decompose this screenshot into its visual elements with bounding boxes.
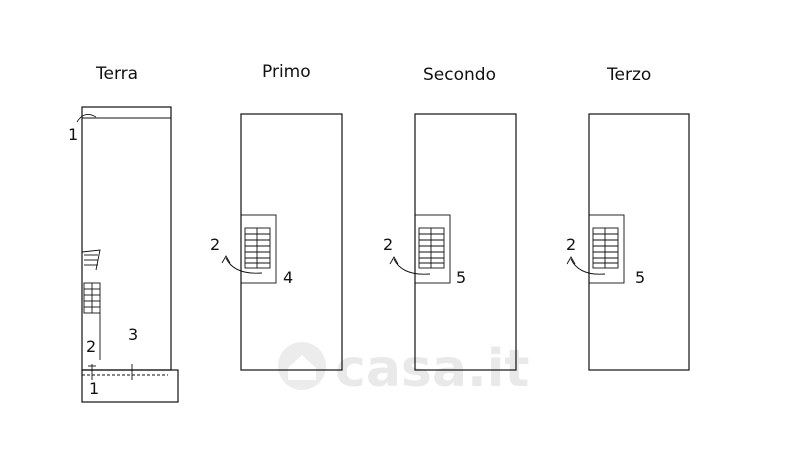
terzo-label-room: 5 xyxy=(635,268,645,287)
terra-label-annex: 1 xyxy=(89,379,99,398)
watermark: casa.it xyxy=(278,339,529,399)
primo-stairs xyxy=(221,214,277,284)
primo-outline xyxy=(240,113,343,371)
watermark-text: casa.it xyxy=(335,339,529,399)
secondo-stairs xyxy=(389,214,451,284)
terzo-stairs xyxy=(566,214,625,284)
terra-annex xyxy=(81,369,179,403)
floor-primo: Primo 2 4 xyxy=(210,62,343,371)
floor-title-terzo: Terzo xyxy=(606,65,651,85)
secondo-label-stairs: 2 xyxy=(383,235,393,254)
terra-stairs xyxy=(81,249,101,360)
house-icon xyxy=(278,342,326,390)
secondo-outline xyxy=(414,113,517,371)
terzo-outline xyxy=(588,113,690,371)
floor-terra: Terra 1 2 3 1 xyxy=(68,64,179,403)
terra-label-stairs: 2 xyxy=(86,337,96,356)
terzo-label-stairs: 2 xyxy=(566,235,576,254)
terra-entrance-arrow xyxy=(76,113,97,123)
floor-title-secondo: Secondo xyxy=(423,65,496,85)
floor-secondo: Secondo 2 5 xyxy=(383,65,517,371)
primo-label-stairs: 2 xyxy=(210,235,220,254)
terra-label-room: 3 xyxy=(128,325,138,344)
terra-outline xyxy=(81,106,172,371)
terra-label-entrance: 1 xyxy=(68,125,78,144)
floor-title-terra: Terra xyxy=(95,64,138,84)
floor-title-primo: Primo xyxy=(262,62,311,82)
secondo-label-room: 5 xyxy=(456,268,466,287)
primo-label-room: 4 xyxy=(283,268,293,287)
floor-terzo: Terzo 2 5 xyxy=(566,65,690,371)
